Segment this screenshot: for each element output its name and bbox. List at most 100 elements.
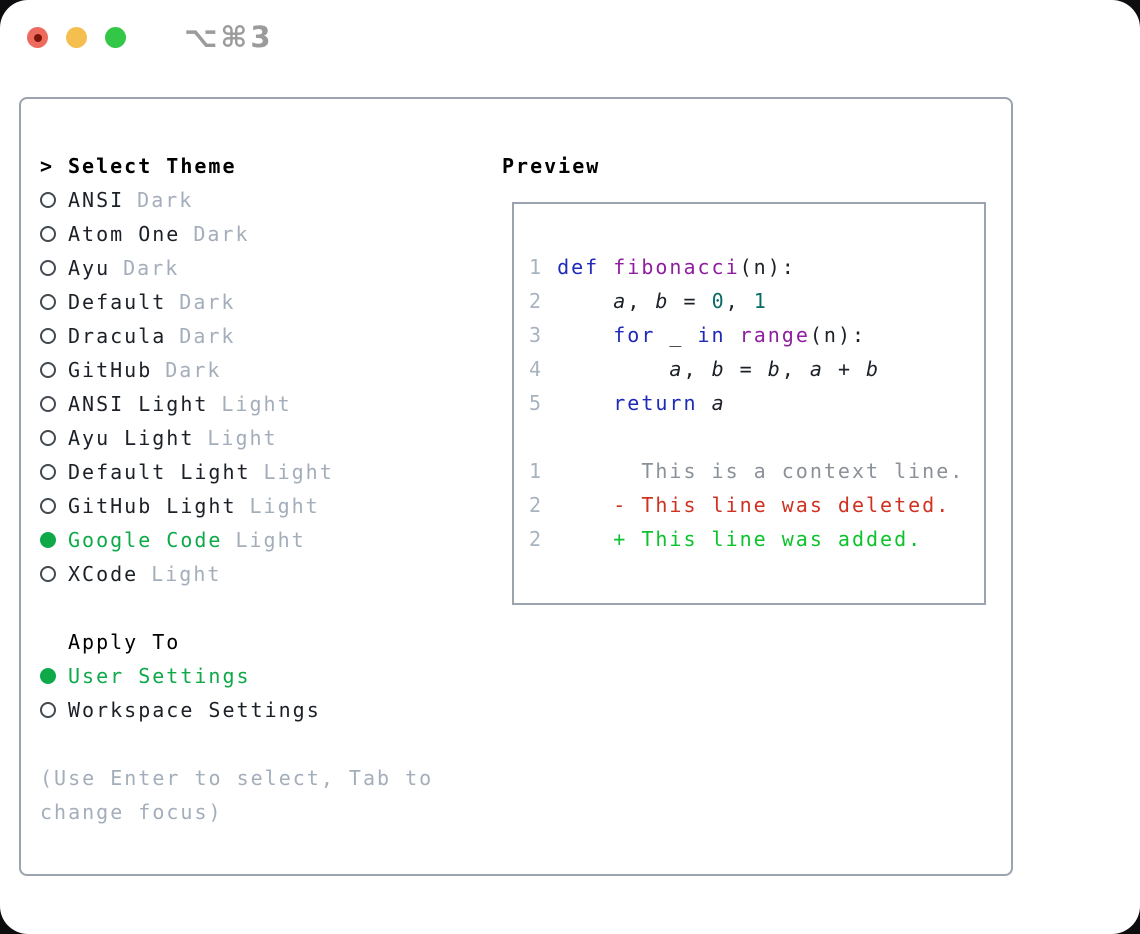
code-token-pl xyxy=(726,323,740,347)
code-token-pl: = xyxy=(725,357,768,381)
apply-option-user-settings[interactable]: User Settings xyxy=(40,659,452,693)
option-variant-label: Dark xyxy=(179,290,236,314)
close-dot-icon xyxy=(33,33,42,42)
code-token-fn: range xyxy=(739,323,810,347)
option-variant-label: Light xyxy=(207,426,278,450)
diff-context-line: 1 This is a context line. xyxy=(529,454,984,488)
window-title: ⌥⌘3 xyxy=(184,20,274,54)
radio-icon xyxy=(40,566,56,582)
apply-to-title: Apply To xyxy=(68,630,181,654)
option-variant-label: Light xyxy=(235,528,306,552)
code-token-ln: 4 xyxy=(529,357,558,381)
code-token-kw: in xyxy=(697,323,726,347)
close-button[interactable] xyxy=(27,27,48,48)
code-token-var: b xyxy=(866,357,881,381)
code-token-pl xyxy=(557,357,669,381)
code-token-pl: , xyxy=(683,357,712,381)
option-variant-label: Light xyxy=(249,494,320,518)
option-variant-label: Dark xyxy=(123,256,180,280)
radio-icon xyxy=(40,532,56,548)
option-label: ANSI Light xyxy=(68,392,209,416)
radio-icon xyxy=(40,668,56,684)
option-label: XCode xyxy=(68,562,139,586)
theme-option-google-code[interactable]: Google Code Light xyxy=(40,523,452,557)
option-label: Default Light xyxy=(68,460,251,484)
radio-icon xyxy=(40,396,56,412)
code-line-5: 5 return a xyxy=(529,386,984,420)
radio-icon xyxy=(40,260,56,276)
code-token-ln: 2 xyxy=(529,527,544,551)
code-token-add: + This line was added. xyxy=(543,527,923,551)
option-label: Atom One xyxy=(68,222,181,246)
theme-option-ansi[interactable]: ANSI Dark xyxy=(40,183,452,217)
option-variant-label: Light xyxy=(263,460,334,484)
focus-arrow-icon: > xyxy=(40,154,55,178)
option-label: Ayu Light xyxy=(68,426,195,450)
code-token-kw: def xyxy=(557,255,600,279)
code-token-num: 0 xyxy=(711,289,726,313)
theme-option-github-light[interactable]: GitHub Light Light xyxy=(40,489,452,523)
theme-option-atom-one[interactable]: Atom One Dark xyxy=(40,217,452,251)
apply-to-option-list: User Settings Workspace Settings xyxy=(40,659,452,727)
theme-option-default[interactable]: Default Dark xyxy=(40,285,452,319)
window-titlebar: ⌥⌘3 xyxy=(27,20,274,54)
code-token-var: b xyxy=(711,357,726,381)
theme-picker: > Select Theme ANSI Dark Atom One Dark A… xyxy=(40,149,452,829)
zoom-button[interactable] xyxy=(105,27,126,48)
code-token-num: 1 xyxy=(753,289,768,313)
option-variant-label: Dark xyxy=(137,188,194,212)
code-token-ln: 1 xyxy=(529,255,558,279)
option-label: GitHub Light xyxy=(68,494,237,518)
code-token-ln: 1 xyxy=(529,459,544,483)
help-text: (Use Enter to select, Tab to change focu… xyxy=(40,766,434,824)
spacer xyxy=(40,591,452,625)
code-token-fn: fibonacci xyxy=(613,255,740,279)
code-token-var: a xyxy=(711,391,726,415)
code-token-var: a xyxy=(613,289,628,313)
theme-option-list: ANSI Dark Atom One Dark Ayu Dark Default… xyxy=(40,183,452,591)
code-line-2: 2 a, b = 0, 1 xyxy=(529,284,984,318)
code-line-1: 1 def fibonacci(n): xyxy=(529,250,984,284)
radio-icon xyxy=(40,702,56,718)
option-variant-label: Dark xyxy=(193,222,250,246)
radio-icon xyxy=(40,464,56,480)
option-label: Google Code xyxy=(68,528,223,552)
spacer xyxy=(40,727,452,761)
theme-option-ansi-light[interactable]: ANSI Light Light xyxy=(40,387,452,421)
code-token-ln: 5 xyxy=(529,391,558,415)
radio-icon xyxy=(40,294,56,310)
code-token-pl xyxy=(557,289,613,313)
code-token-ln: 3 xyxy=(529,323,558,347)
code-token-ctx: This is a context line. xyxy=(543,459,965,483)
option-variant-label: Dark xyxy=(179,324,236,348)
theme-option-ayu[interactable]: Ayu Dark xyxy=(40,251,452,285)
code-token-kw: for xyxy=(613,323,656,347)
diff-added-line: 2 + This line was added. xyxy=(529,522,984,556)
theme-option-github[interactable]: GitHub Dark xyxy=(40,353,452,387)
code-token-pl: + xyxy=(823,357,867,381)
apply-option-workspace-settings[interactable]: Workspace Settings xyxy=(40,693,452,727)
theme-option-xcode[interactable]: XCode Light xyxy=(40,557,452,591)
radio-icon xyxy=(40,328,56,344)
code-token-pl: , xyxy=(781,357,810,381)
option-label: Workspace Settings xyxy=(68,698,321,722)
minimize-button[interactable] xyxy=(66,27,87,48)
theme-option-default-light[interactable]: Default Light Light xyxy=(40,455,452,489)
radio-icon xyxy=(40,226,56,242)
theme-option-dracula[interactable]: Dracula Dark xyxy=(40,319,452,353)
code-token-pl: _ xyxy=(655,323,698,347)
radio-icon xyxy=(40,192,56,208)
option-variant-label: Light xyxy=(151,562,222,586)
code-token-ln: 2 xyxy=(529,493,544,517)
theme-option-ayu-light[interactable]: Ayu Light Light xyxy=(40,421,452,455)
theme-dialog-panel: > Select Theme ANSI Dark Atom One Dark A… xyxy=(19,97,1013,876)
code-token-pl xyxy=(557,391,613,415)
option-label: Ayu xyxy=(68,256,111,280)
code-token-pl xyxy=(599,255,613,279)
apply-to-header-row: Apply To xyxy=(40,625,452,659)
option-label: User Settings xyxy=(68,664,251,688)
option-label: ANSI xyxy=(68,188,125,212)
